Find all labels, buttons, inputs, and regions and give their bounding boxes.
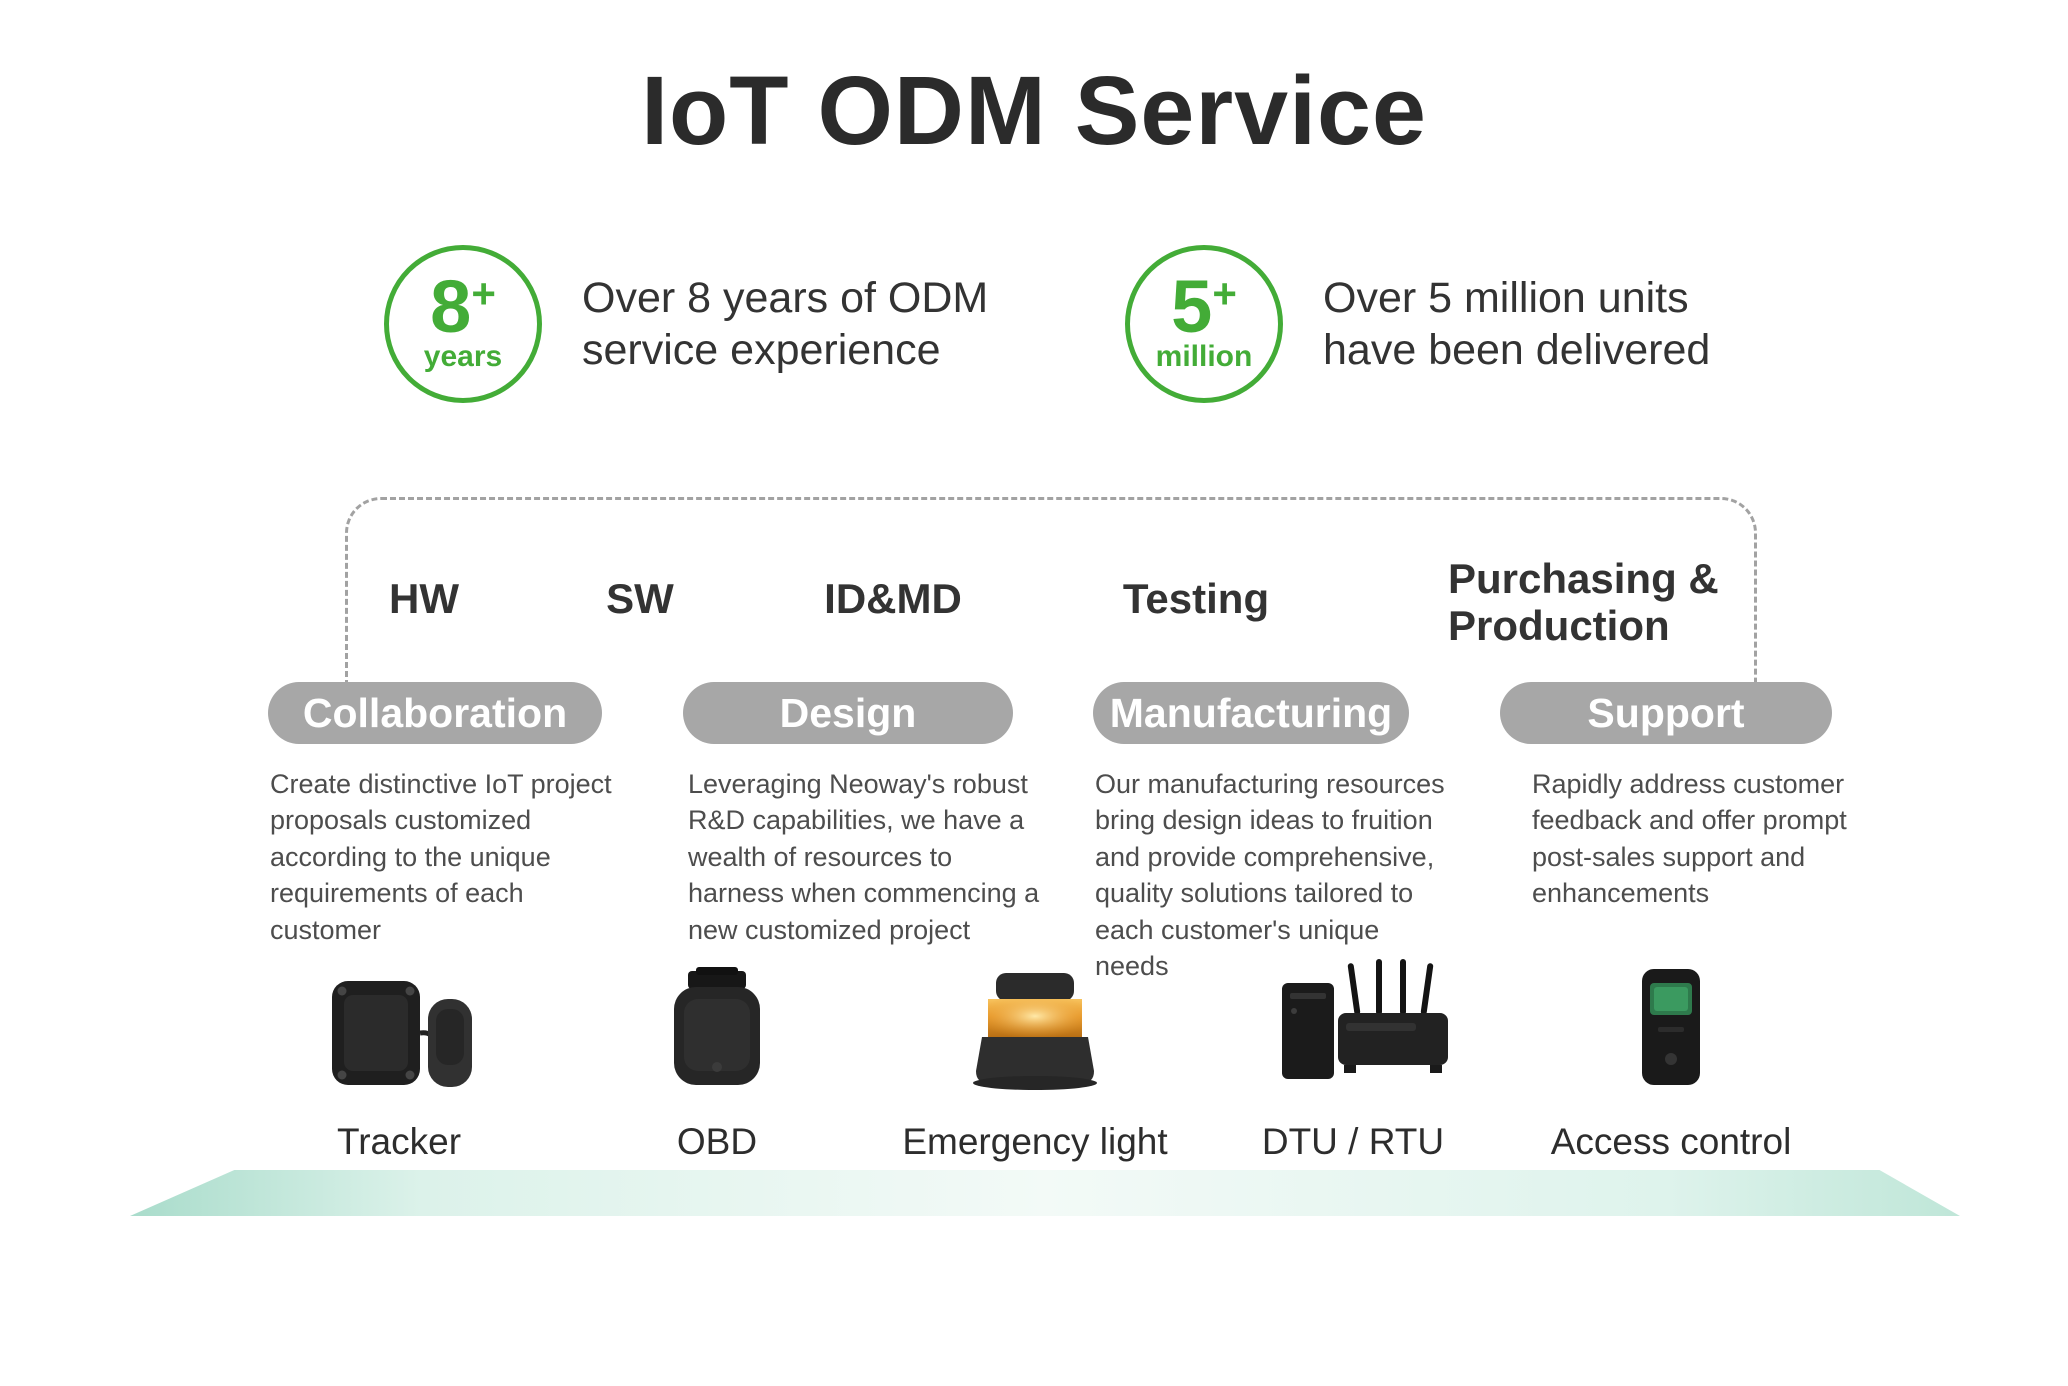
pillar-manufacturing-badge: Manufacturing	[1093, 682, 1409, 744]
pillar-collaboration-badge: Collaboration	[268, 682, 602, 744]
stat-years-description: Over 8 years of ODM service experience	[582, 273, 989, 374]
process-bracket-outline	[345, 497, 1757, 697]
stat-years-unit: years	[423, 340, 503, 374]
dtu-rtu-image	[1248, 955, 1458, 1113]
phase-idmd: ID&MD	[824, 575, 962, 622]
access-control-image	[1566, 955, 1776, 1113]
product-access-control-label: Access control	[1550, 1121, 1792, 1162]
stat-units-circle: 5+ million	[1125, 245, 1283, 403]
pillar-design-badge: Design	[683, 682, 1013, 744]
pillar-design-description: Leveraging Neoway's robust R&D capabilit…	[688, 769, 1040, 945]
stat-years-value: 8	[430, 264, 472, 348]
stat-units-value: 5	[1171, 264, 1213, 348]
product-obd-label: OBD	[676, 1121, 758, 1162]
obd-image	[612, 955, 822, 1113]
pillar-manufacturing-description: Our manufacturing resources bring design…	[1095, 769, 1445, 982]
stat-units-unit: million	[1155, 340, 1253, 374]
stat-years-circle: 8+ years	[384, 245, 542, 403]
emergency-light-image	[930, 955, 1140, 1113]
product-tracker: Tracker	[240, 955, 558, 1163]
pillar-support-badge: Support	[1500, 682, 1832, 744]
product-emergency-light: Emergency light	[876, 955, 1194, 1163]
stat-units-number: 5+	[1171, 269, 1237, 343]
product-dtu-rtu: DTU / RTU	[1194, 955, 1512, 1163]
stat-units-plus: +	[1212, 269, 1237, 317]
stat-units-description: Over 5 million units have been delivered	[1323, 273, 1711, 374]
tracker-image	[294, 955, 504, 1113]
product-row: Tracker OBD	[240, 955, 1830, 1163]
pillar-collaboration-description: Create distinctive IoT project proposals…	[270, 769, 612, 945]
product-obd: OBD	[558, 955, 876, 1163]
stat-units: 5+ million Over 5 million units have bee…	[1125, 245, 1773, 403]
phase-hw: HW	[389, 575, 459, 622]
product-tracker-label: Tracker	[336, 1121, 462, 1162]
stat-years: 8+ years Over 8 years of ODM service exp…	[384, 245, 1032, 403]
stat-years-number: 8+	[430, 269, 496, 343]
stat-years-plus: +	[471, 269, 496, 317]
page-title: IoT ODM Service	[641, 56, 1427, 165]
product-access-control: Access control	[1512, 955, 1830, 1163]
phase-purchasing-production: Purchasing & Production	[1448, 555, 1719, 650]
phase-testing: Testing	[1122, 575, 1270, 622]
phase-sw: SW	[606, 575, 674, 622]
product-dtu-rtu-label: DTU / RTU	[1261, 1121, 1445, 1162]
product-emergency-light-label: Emergency light	[902, 1121, 1168, 1162]
pillar-support-description: Rapidly address customer feedback and of…	[1532, 769, 1847, 909]
platform-strip	[130, 1170, 1960, 1216]
